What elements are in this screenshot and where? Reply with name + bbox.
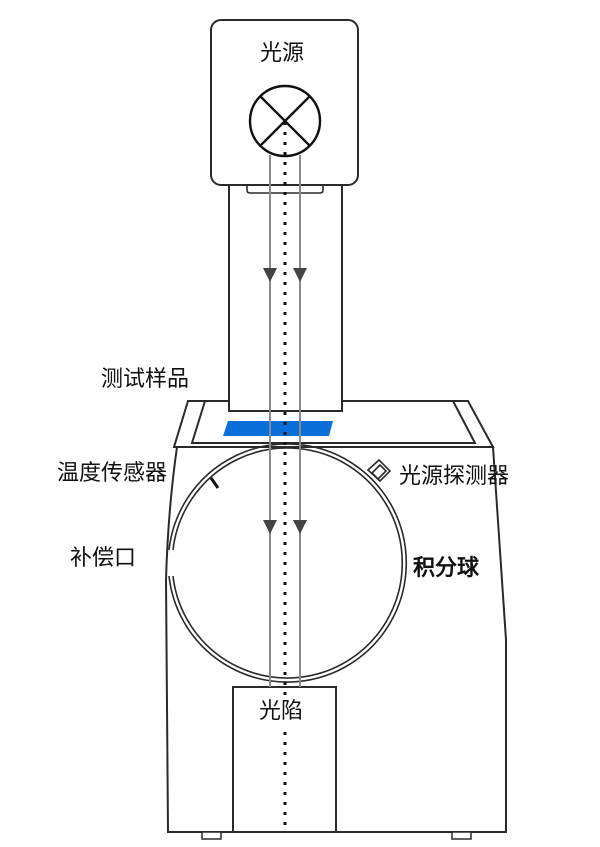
beam-arrows [263,268,307,534]
label-integrating-sphere: 积分球 [413,556,480,581]
arrow-down-icon [293,268,307,282]
label-light-trap: 光陷 [259,699,304,725]
light-source-column [228,184,343,412]
left-foot [201,831,222,840]
light-trap-box [232,686,337,833]
arrow-down-icon [293,520,307,534]
lamp-icon [248,84,322,158]
light-beams [269,155,301,687]
feet [201,831,472,840]
right-foot [451,831,472,840]
label-temperature-sensor: 温度传感器 [57,461,168,486]
label-compensation-port: 补偿口 [70,546,137,571]
label-light-source: 光源 [260,41,305,66]
integrating-sphere [168,443,408,683]
label-test-sample: 测试样品 [101,367,190,392]
label-light-source-detector: 光源探测器 [399,464,510,489]
test-sample-blue [223,421,333,436]
arrow-down-icon [263,268,277,282]
arrow-down-icon [263,520,277,534]
detector-port [366,458,392,483]
temperature-sensor-mark [209,477,220,489]
